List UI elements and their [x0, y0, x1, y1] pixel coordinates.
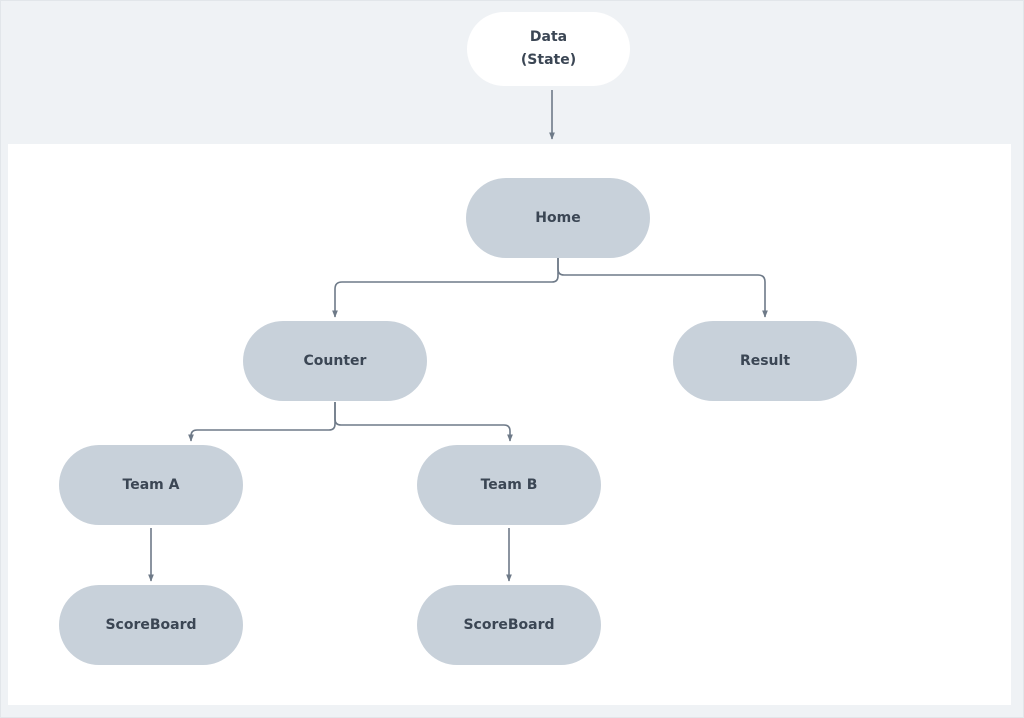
node-team-a-label: Team A: [122, 476, 180, 493]
node-team-a: Team A: [59, 445, 243, 525]
node-result-label: Result: [739, 352, 791, 369]
node-counter: Counter: [243, 321, 427, 401]
edge-home-counter: [332, 258, 559, 318]
edge-home-result: [557, 258, 768, 318]
node-scoreboard-b-label: ScoreBoard: [463, 616, 555, 633]
node-data-label: Data: [529, 29, 568, 45]
node-scoreboard-a-label: ScoreBoard: [105, 616, 197, 633]
node-counter-label: Counter: [303, 352, 367, 369]
node-state-label: (State): [520, 52, 577, 68]
node-team-b-label: Team B: [480, 476, 538, 493]
node-team-b: Team B: [417, 445, 601, 525]
node-scoreboard-b: ScoreBoard: [417, 585, 601, 665]
node-scoreboard-a: ScoreBoard: [59, 585, 243, 665]
edge-counter-team-b: [334, 402, 513, 442]
node-data-state: Data (State): [467, 12, 630, 86]
edge-counter-team-a: [188, 402, 336, 442]
node-home: Home: [466, 178, 650, 258]
node-home-label: Home: [535, 209, 581, 226]
node-result: Result: [673, 321, 857, 401]
